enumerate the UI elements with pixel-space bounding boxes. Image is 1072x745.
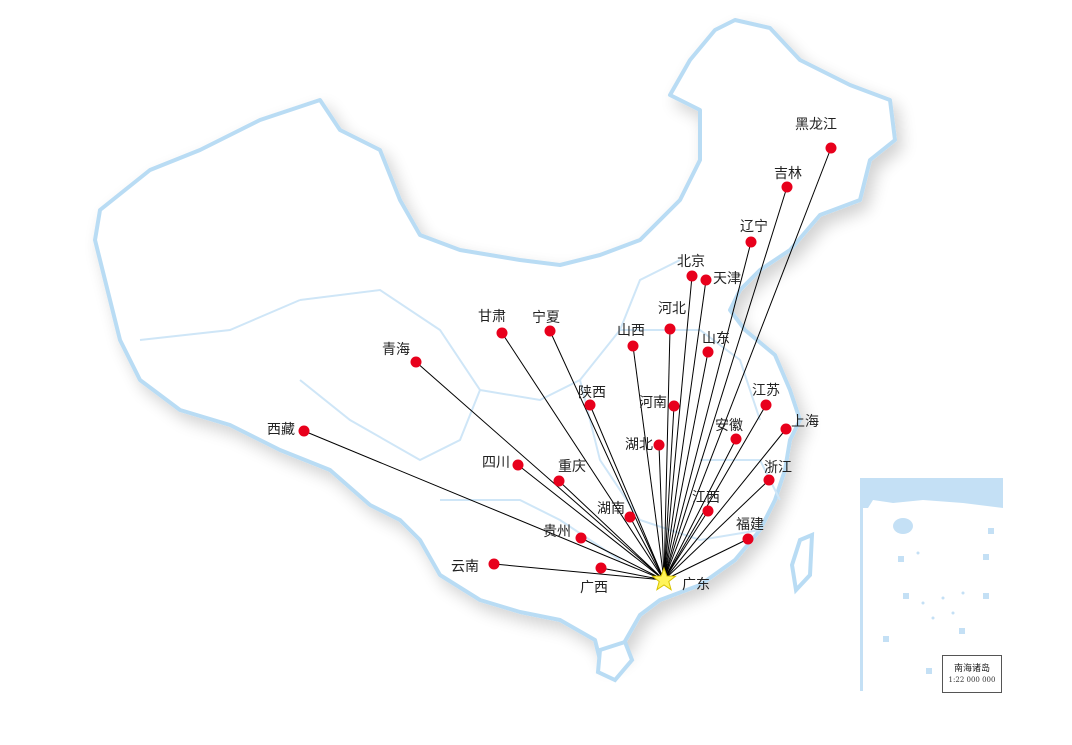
hainan-island: [595, 639, 635, 683]
province-label: 河北: [658, 301, 686, 317]
province-dot[interactable]: [742, 533, 754, 545]
route-line: [303, 430, 665, 581]
province-dot[interactable]: [298, 425, 310, 437]
province-dot[interactable]: [653, 439, 665, 451]
province-label: 贵州: [543, 524, 571, 540]
origin-label: 广东: [682, 577, 710, 593]
province-dot[interactable]: [686, 270, 698, 282]
inset-map: [863, 478, 1003, 674]
route-line: [663, 351, 709, 581]
route-line: [517, 464, 665, 581]
route-line: [663, 241, 752, 581]
province-dot[interactable]: [780, 423, 792, 435]
province-dot[interactable]: [760, 399, 772, 411]
province-dot[interactable]: [730, 433, 742, 445]
route-line: [663, 147, 832, 581]
province-label: 宁夏: [532, 309, 560, 326]
province-dot[interactable]: [745, 236, 757, 248]
route-line: [663, 510, 709, 581]
route-line: [629, 516, 665, 581]
province-dot[interactable]: [702, 346, 714, 358]
province-dot[interactable]: [664, 323, 676, 335]
province-label: 辽宁: [740, 218, 768, 235]
route-line: [600, 567, 665, 581]
province-label: 湖南: [597, 501, 625, 517]
province-label: 安徽: [715, 418, 743, 434]
province-label: 山东: [702, 331, 730, 347]
province-dot[interactable]: [825, 142, 837, 154]
route-line: [663, 186, 788, 581]
province-label: 河南: [639, 395, 667, 411]
province-label: 山西: [617, 323, 645, 339]
province-dot[interactable]: [575, 532, 587, 544]
province-label: 云南: [451, 559, 479, 575]
route-line: [493, 563, 665, 581]
route-line: [663, 279, 707, 581]
province-dot[interactable]: [763, 474, 775, 486]
province-dot[interactable]: [668, 400, 680, 412]
province-label: 江西: [692, 490, 720, 506]
route-line: [415, 361, 665, 581]
route-line: [658, 444, 665, 581]
province-dot[interactable]: [410, 356, 422, 368]
province-label: 吉林: [774, 166, 802, 182]
province-label: 陕西: [578, 385, 606, 401]
province-label: 浙江: [764, 460, 792, 476]
route-line: [663, 404, 767, 581]
origin-star-icon[interactable]: [651, 566, 677, 591]
province-dot[interactable]: [584, 399, 596, 411]
route-line: [663, 405, 675, 581]
province-dot[interactable]: [781, 181, 793, 193]
province-dot[interactable]: [702, 505, 714, 517]
province-label: 福建: [736, 517, 764, 533]
province-label: 上海: [791, 414, 819, 430]
province-label: 甘肃: [478, 309, 506, 325]
route-line: [663, 438, 737, 581]
inset-scale: 1:22 000 000: [948, 676, 996, 684]
province-label: 黑龙江: [795, 117, 837, 133]
province-dot[interactable]: [595, 562, 607, 574]
inset-title: 南海诸岛: [953, 664, 990, 674]
province-borders: [139, 259, 781, 561]
route-line: [663, 275, 693, 581]
taiwan-island: [789, 531, 815, 595]
province-dot[interactable]: [496, 327, 508, 339]
province-label: 西藏: [267, 422, 295, 438]
route-line: [663, 538, 749, 581]
route-line: [663, 328, 671, 581]
province-label: 天津: [713, 271, 741, 287]
province-dot[interactable]: [624, 511, 636, 523]
province-label: 重庆: [558, 459, 586, 475]
province-dot[interactable]: [553, 475, 565, 487]
province-label: 江苏: [752, 383, 780, 399]
route-line: [632, 345, 665, 581]
province-dot[interactable]: [512, 459, 524, 471]
province-label: 青海: [382, 342, 410, 358]
province-label: 广西: [580, 580, 608, 596]
route-line: [558, 480, 665, 581]
route-line: [580, 537, 665, 581]
province-label: 四川: [482, 455, 510, 471]
province-dot[interactable]: [488, 558, 500, 570]
province-label: 北京: [677, 254, 705, 270]
route-line: [663, 428, 787, 581]
route-line: [589, 404, 665, 581]
inset-legend: 南海诸岛 1:22 000 000: [942, 655, 1002, 693]
province-dot[interactable]: [544, 325, 556, 337]
province-dot[interactable]: [627, 340, 639, 352]
route-line: [549, 330, 665, 581]
route-line: [501, 332, 665, 581]
province-label: 湖北: [625, 437, 653, 453]
province-dot[interactable]: [700, 274, 712, 286]
route-line: [663, 479, 770, 581]
